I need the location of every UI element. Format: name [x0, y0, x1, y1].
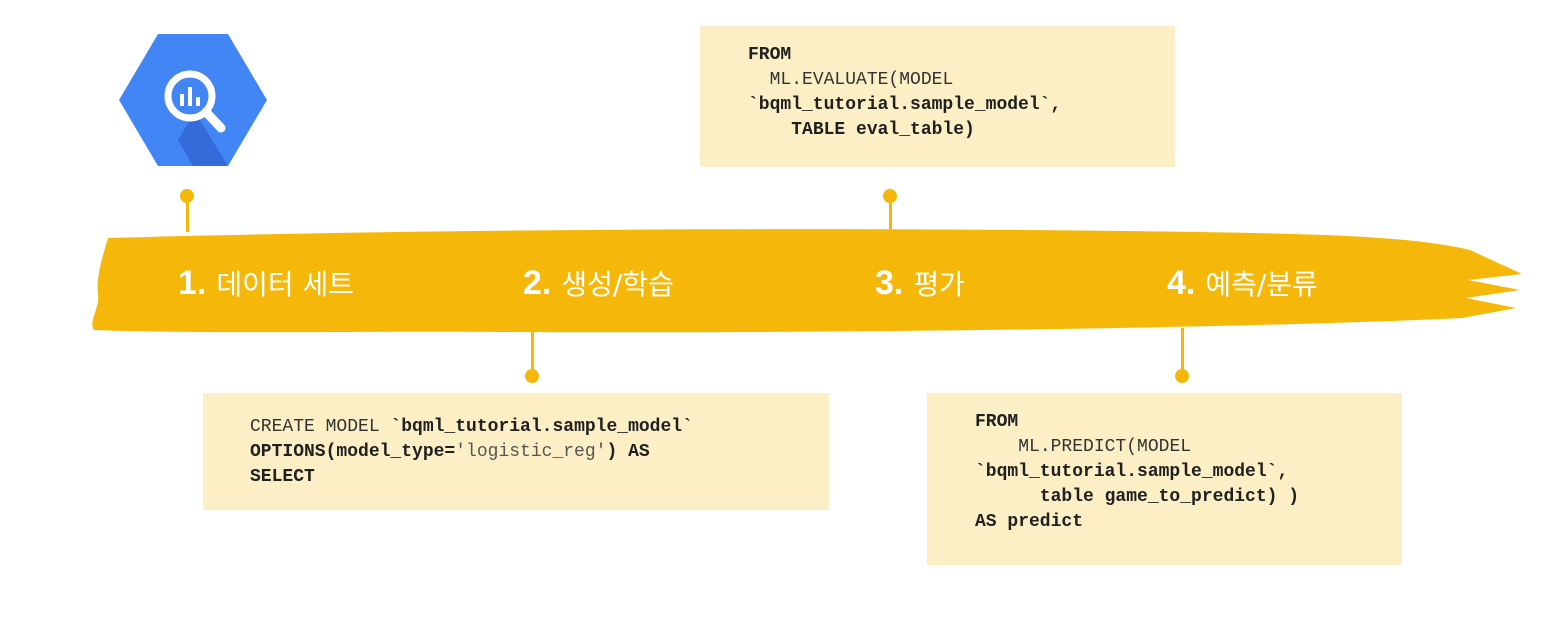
step-number: 3. — [875, 263, 904, 302]
step-4: 4. 예측/분류 — [1167, 258, 1318, 308]
step-2: 2. 생성/학습 — [523, 258, 674, 308]
code-box-predict: FROM ML.PREDICT(MODEL `bqml_tutorial.sam… — [927, 393, 1402, 565]
connector-stem-2 — [531, 330, 534, 376]
code-create: CREATE MODEL `bqml_tutorial.sample_model… — [250, 417, 693, 487]
code-predict: FROM ML.PREDICT(MODEL `bqml_tutorial.sam… — [975, 412, 1300, 532]
step-number: 4. — [1167, 263, 1196, 302]
step-label: 평가 — [913, 268, 965, 301]
connector-dot-2 — [525, 369, 539, 383]
connector-stem-1 — [186, 196, 189, 232]
step-3: 3. 평가 — [875, 258, 965, 308]
connector-stem-3 — [889, 196, 892, 232]
step-1: 1. 데이터 세트 — [178, 258, 354, 308]
connector-dot-3 — [883, 189, 897, 203]
step-number: 2. — [523, 263, 552, 302]
step-label: 예측/분류 — [1205, 268, 1318, 301]
connector-stem-4 — [1181, 328, 1184, 376]
step-label: 데이터 세트 — [216, 268, 355, 301]
connector-dot-1 — [180, 189, 194, 203]
timeline-band — [92, 229, 1522, 333]
code-box-create: CREATE MODEL `bqml_tutorial.sample_model… — [203, 393, 829, 510]
connector-dot-4 — [1175, 369, 1189, 383]
step-label: 생성/학습 — [561, 268, 674, 301]
step-number: 1. — [178, 263, 207, 302]
code-evaluate: FROM ML.EVALUATE(MODEL `bqml_tutorial.sa… — [748, 45, 1062, 140]
bigquery-logo-icon — [119, 34, 267, 166]
code-box-evaluate: FROM ML.EVALUATE(MODEL `bqml_tutorial.sa… — [700, 26, 1175, 167]
